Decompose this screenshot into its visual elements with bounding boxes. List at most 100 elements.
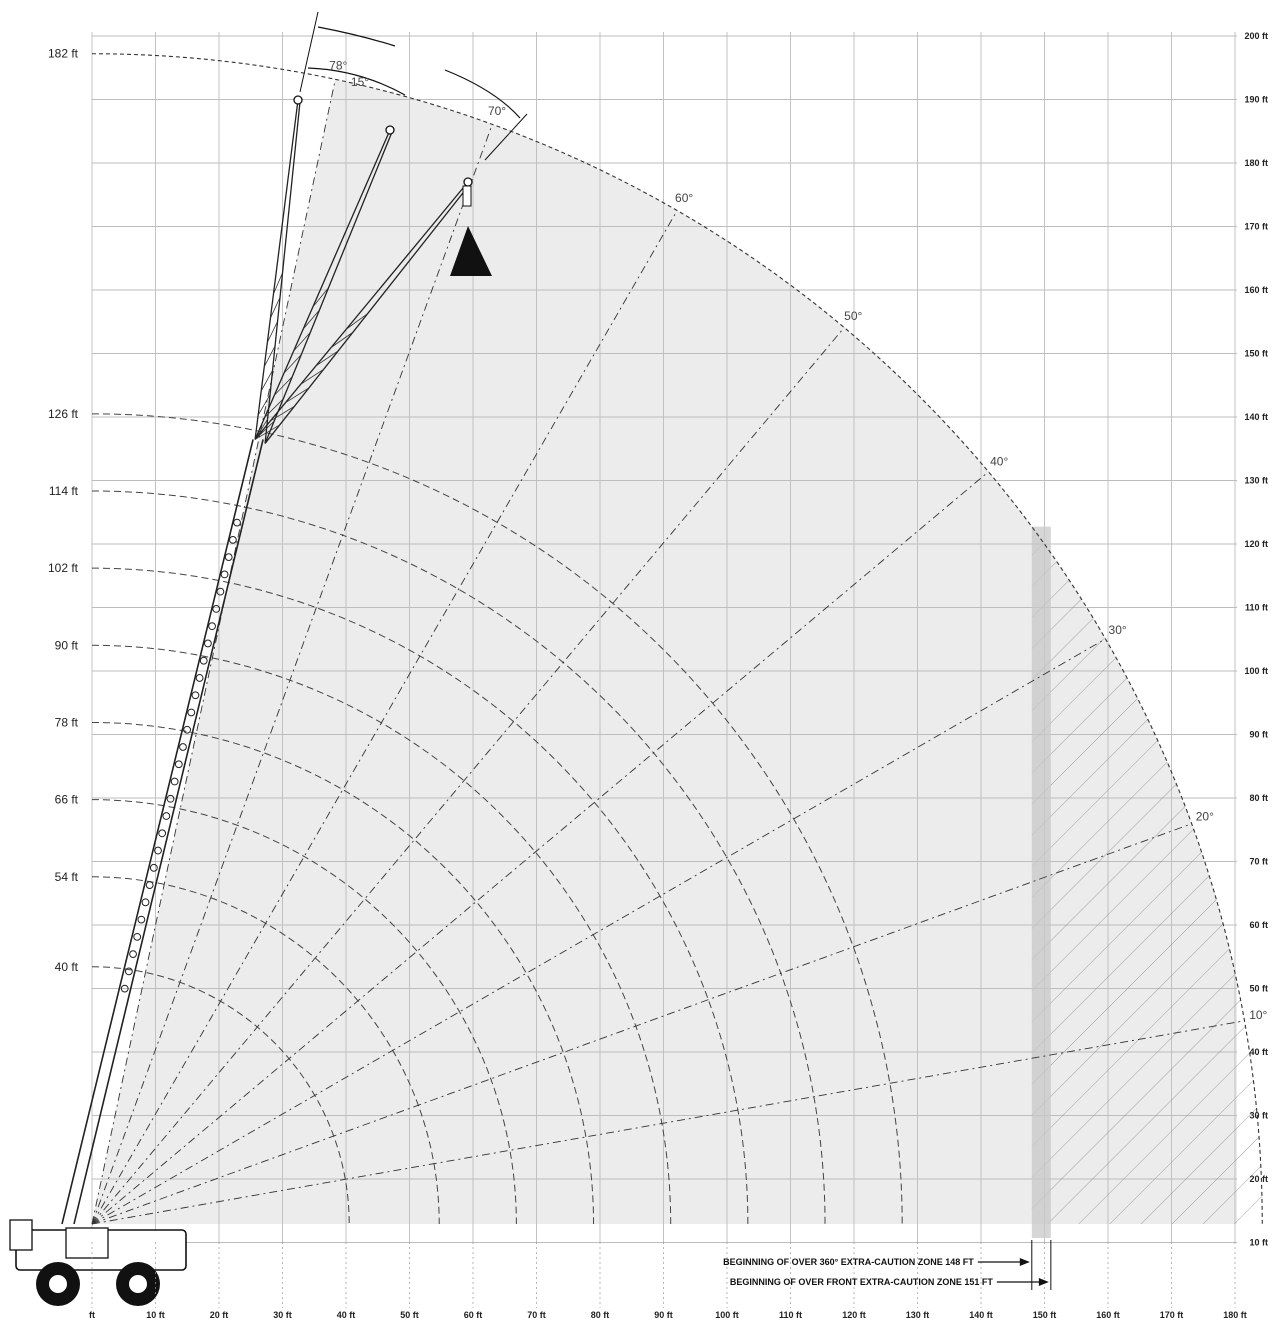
angle-ray (91, 471, 989, 1225)
boom-arc (91, 53, 1263, 1225)
y-tick-label: 160 ft (1244, 285, 1268, 295)
boom-ring (204, 639, 212, 648)
boom-length-label: 114 ft (49, 484, 79, 498)
boom-ring (166, 794, 175, 803)
boom-left-chord (61, 439, 254, 1225)
y-tick-label: 190 ft (1244, 95, 1268, 105)
boom-length-label: 102 ft (48, 561, 79, 575)
x-tick-label: 180 ft (1223, 1310, 1247, 1320)
hook-block (462, 185, 472, 207)
angle-ray (91, 124, 493, 1225)
boom-ring (133, 932, 142, 941)
boom-ring (149, 863, 158, 872)
boom-ring (162, 812, 171, 820)
offset-tick (299, 11, 319, 93)
counterweight (9, 1219, 33, 1251)
angle-label: 30° (1109, 623, 1127, 637)
cab (65, 1227, 109, 1259)
boom-length-label: 90 ft (55, 638, 79, 652)
offset-arrow (317, 26, 396, 47)
boom-length-label: 66 ft (55, 793, 79, 807)
boom-ring (187, 708, 196, 717)
jib-lattice (260, 370, 273, 392)
boom-length-label: 78 ft (55, 715, 79, 729)
boom-ring (124, 967, 133, 976)
jib-lattice (263, 345, 276, 367)
jib-lattice (254, 424, 280, 440)
y-tick-label: 40 ft (1249, 1047, 1268, 1057)
jib-tip-sheave (385, 125, 395, 135)
boom-right-chord (73, 439, 264, 1225)
angle-label: 20° (1196, 809, 1214, 823)
x-tick-label: 40 ft (337, 1310, 356, 1320)
x-tick-label: 140 ft (969, 1310, 993, 1320)
x-tick-label: 130 ft (906, 1310, 930, 1320)
x-tick-label: 150 ft (1033, 1310, 1057, 1320)
wheel-hub (47, 1273, 69, 1295)
y-tick-label: 30 ft (1249, 1111, 1268, 1121)
x-tick-label: 30 ft (273, 1310, 292, 1320)
boom-ring (129, 950, 137, 959)
boom-ring (158, 829, 167, 838)
angle-ray (91, 823, 1192, 1225)
angle-label: 60° (675, 191, 693, 205)
boom-ring (216, 587, 225, 596)
jib-lattice (270, 406, 295, 422)
boom-arc (91, 966, 350, 1225)
jib-chord (254, 181, 469, 440)
jib-offset-label: 15° (351, 75, 369, 89)
boom-arc (91, 876, 440, 1225)
boom-ring (174, 760, 183, 769)
y-tick-label: 50 ft (1249, 984, 1268, 994)
zone-label: BEGINNING OF OVER 360° EXTRA-CAUTION ZON… (723, 1257, 974, 1267)
jib-lattice (293, 331, 311, 352)
grid (91, 32, 1237, 1243)
angle-label: 40° (990, 454, 1008, 468)
boom-ring (179, 743, 187, 751)
x-tick-label: 90 ft (654, 1310, 673, 1320)
jib-lattice (283, 354, 302, 374)
y-tick-label: 110 ft (1245, 603, 1268, 613)
jib-lattice (266, 321, 278, 343)
jib-lattice (312, 287, 329, 308)
y-tick-label: 60 ft (1249, 920, 1268, 930)
boom-length-label: 182 ft (48, 47, 79, 61)
boom-length-label: 40 ft (55, 960, 79, 974)
caution-zone (1031, 526, 1263, 1238)
boom-ring (145, 881, 154, 889)
jib-lattice (300, 368, 324, 385)
x-tick-label: 50 ft (400, 1310, 419, 1320)
y-tick-label: 130 ft (1244, 476, 1268, 486)
range-shade (92, 79, 1237, 1224)
offset-tick (484, 113, 528, 161)
boom-ring (141, 898, 150, 907)
jib-lattice (315, 350, 339, 367)
boom-arc (91, 799, 517, 1225)
boom-ring (208, 622, 216, 631)
jib-chord (264, 183, 471, 444)
boom-arc (91, 644, 672, 1225)
angle-label: 78° (329, 59, 347, 73)
boom-ring (228, 535, 237, 544)
angle-label: 50° (844, 309, 862, 323)
extra-caution-hatch (1031, 526, 1263, 1224)
angle-ray (91, 327, 845, 1225)
zone-arrow-head (1019, 1258, 1030, 1266)
boom-angle-rays (91, 79, 1245, 1225)
x-tick-label: 20 ft (210, 1310, 229, 1320)
boom-length-label: 54 ft (55, 870, 79, 884)
crane-carrier (9, 1219, 187, 1306)
y-tick-label: 150 ft (1244, 349, 1268, 359)
jib-lattice (274, 376, 293, 396)
boom-arc (91, 567, 749, 1225)
y-tick-label: 120 ft (1244, 539, 1268, 549)
y-tick-label: 170 ft (1244, 222, 1268, 232)
x-tick-label: 100 ft (715, 1310, 739, 1320)
wheel-hub (127, 1273, 149, 1295)
angle-ray (91, 210, 678, 1225)
jib-lattice (330, 331, 354, 348)
x-tick-label: 160 ft (1096, 1310, 1120, 1320)
angle-ray (91, 1020, 1245, 1225)
